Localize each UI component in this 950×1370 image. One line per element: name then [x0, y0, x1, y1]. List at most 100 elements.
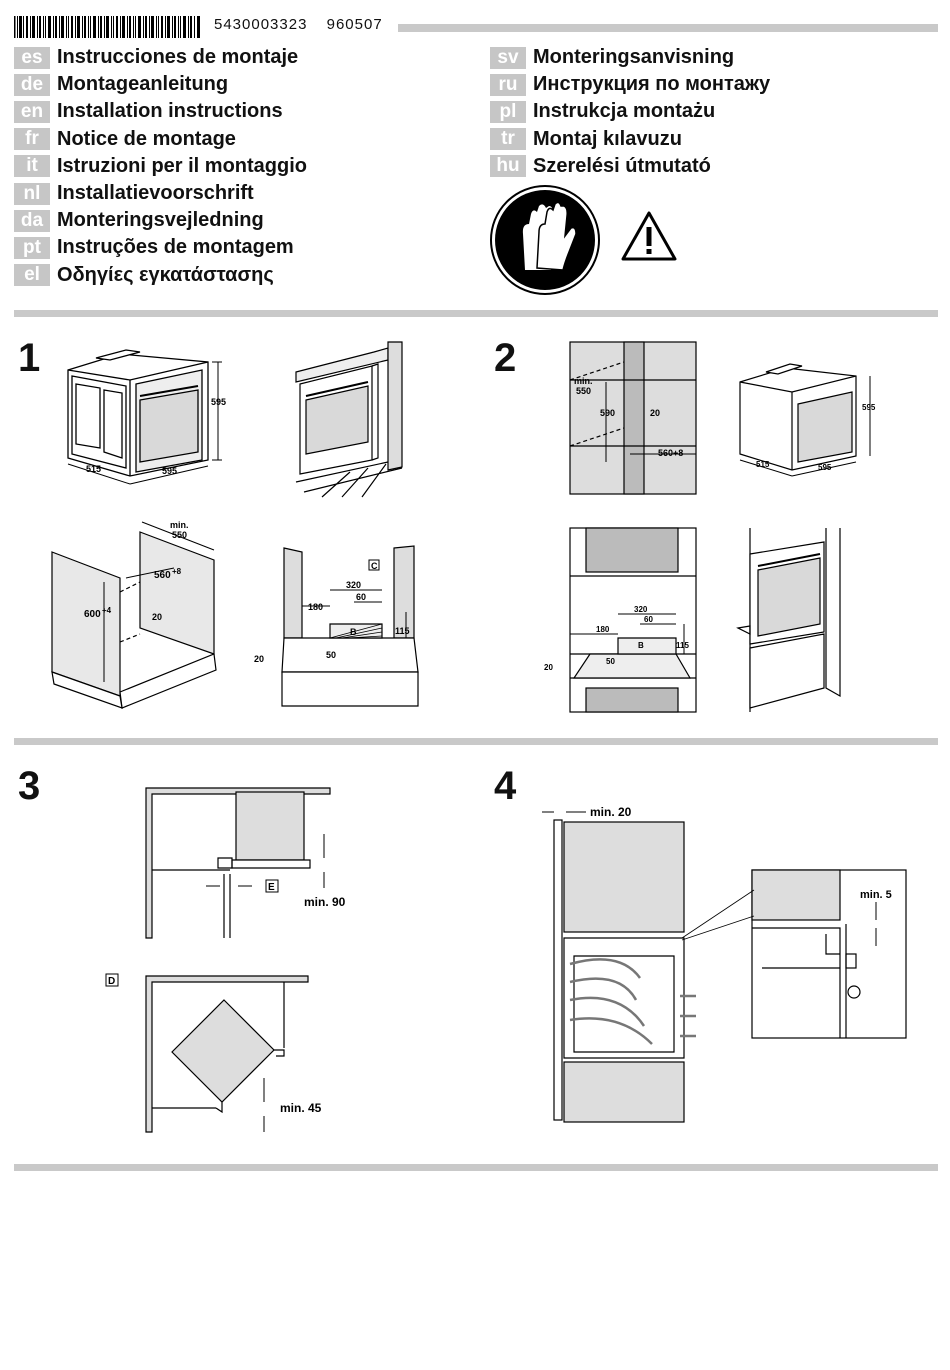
language-list-left: es Instrucciones de montaje de Montageanle… [14, 44, 307, 289]
language-title: Instrucciones de montaje [57, 46, 299, 69]
cabinet-depth-label: 550 [172, 530, 187, 540]
language-code: de [14, 73, 50, 96]
vent-depth-label: 50 [606, 657, 615, 666]
language-row-pt: pt Instruções de montagem [14, 234, 307, 261]
part-number: 5430003323 [214, 16, 308, 33]
oven-width-label: 595 [162, 466, 177, 476]
language-row-hu: hu Szerelési útmutató [490, 153, 770, 180]
document-numbers: 5430003323 960507 [214, 16, 397, 33]
cabinet-width-label: 560 [154, 570, 171, 581]
language-title: Montageanleitung [57, 73, 229, 96]
language-code: nl [14, 182, 50, 205]
language-title: Istruzioni per il montaggio [57, 154, 307, 177]
vent-height-label: 115 [395, 626, 410, 636]
barcode [14, 16, 200, 38]
cabinet-height-label: 600 [84, 609, 101, 620]
label-d: D [108, 976, 115, 987]
cabinet-height-tolerance: +4 [102, 606, 112, 615]
gloves-icon [490, 185, 600, 295]
step2-oven-dimensions-diagram: 595 515 595 [739, 363, 876, 477]
language-code: en [14, 100, 50, 123]
depth-label: 550 [576, 386, 591, 396]
oven-depth-label: 515 [86, 464, 101, 474]
language-row-fr: fr Notice de montage [14, 126, 307, 153]
language-title: Instruções de montagem [57, 236, 294, 259]
language-row-tr: tr Montaj kılavuzu [490, 126, 770, 153]
step2-tall-cabinet-dimensions: min. 550 590 20 560+8 [569, 341, 697, 495]
vent-offset-label: 60 [356, 592, 366, 602]
step-number-3: 3 [18, 764, 41, 808]
language-row-ru: ru Инструкция по монтажу [490, 71, 770, 98]
language-row-en: en Installation instructions [14, 98, 307, 125]
language-title: Installatievoorschrift [57, 182, 254, 205]
min-label: min. [574, 376, 593, 386]
step2-ventilation-section: 320 60 180 B 115 20 50 [544, 527, 697, 713]
language-code: hu [490, 155, 526, 178]
language-row-nl: nl Installatievoorschrift [14, 180, 307, 207]
cabinet-width-tolerance: +8 [172, 567, 182, 576]
min-45-label: min. 45 [280, 1101, 322, 1115]
step-number-1: 1 [18, 336, 41, 380]
date-code: 960507 [326, 16, 383, 33]
width-label: 560+8 [658, 448, 683, 458]
vent-front-label: 20 [544, 663, 553, 672]
oven-depth-label: 515 [756, 460, 770, 469]
height-label: 590 [600, 408, 615, 418]
vent-width-label: 320 [346, 580, 361, 590]
language-code: da [14, 209, 50, 232]
language-title: Installation instructions [57, 100, 283, 123]
vent-offset-label: 60 [644, 615, 653, 624]
step1-cabinet-dimensions-diagram: min. 550 560 +8 600 +4 20 [51, 520, 217, 709]
step3-corner-angled-view: D min. 45 [105, 973, 322, 1133]
language-row-it: it Istruzioni per il montaggio [14, 153, 307, 180]
language-row-de: de Montageanleitung [14, 71, 307, 98]
section-separator [14, 310, 938, 317]
section-separator [14, 1164, 938, 1171]
oven-height-label: 595 [211, 397, 226, 407]
step1-ventilation-section: C 320 60 180 B 115 20 50 [254, 545, 419, 707]
vent-width-label: 320 [634, 605, 648, 614]
step4-detail-view: min. 5 [751, 869, 907, 1039]
language-title: Инструкция по монтажу [533, 73, 771, 96]
min-20-label: min. 20 [590, 805, 632, 819]
language-row-es: es Instrucciones de montaje [14, 44, 307, 71]
step4-airflow-diagram: min. 20 [542, 805, 696, 1123]
vent-depth-label: 50 [326, 650, 336, 660]
language-code: fr [14, 128, 50, 151]
step1-oven-dimensions-diagram: 595 515 595 [67, 349, 226, 485]
step-number-2: 2 [494, 336, 517, 380]
language-row-da: da Monteringsvejledning [14, 207, 307, 234]
label-c: C [371, 561, 378, 571]
step-number-4: 4 [494, 764, 517, 808]
label-b: B [350, 627, 357, 637]
language-title: Monteringsvejledning [57, 209, 264, 232]
language-code: pl [490, 100, 526, 123]
step2-built-in-oven-view [736, 528, 841, 712]
vent-front-label: 20 [254, 654, 264, 664]
language-title: Monteringsanvisning [533, 46, 735, 69]
language-code: tr [490, 128, 526, 151]
language-code: ru [490, 73, 526, 96]
language-code: pt [14, 236, 50, 259]
language-title: Szerelési útmutató [533, 154, 711, 177]
min-90-label: min. 90 [304, 895, 346, 909]
cabinet-min-label: min. [170, 520, 189, 530]
vent-height-label: 115 [676, 641, 689, 650]
cabinet-gap-label: 20 [152, 612, 162, 622]
vent-side-label: 180 [596, 625, 610, 634]
language-title: Notice de montage [57, 127, 236, 150]
language-code: it [14, 155, 50, 178]
language-code: el [14, 264, 50, 287]
language-title: Montaj kılavuzu [533, 127, 682, 150]
language-code: es [14, 46, 50, 69]
oven-height-label: 595 [862, 403, 876, 412]
step1-built-in-oven-view [295, 341, 403, 498]
gap-label: 20 [650, 408, 660, 418]
vent-side-label: 180 [308, 602, 323, 612]
section-separator [14, 738, 938, 745]
step3-corner-top-view: E min. 90 [145, 787, 346, 939]
label-b: B [638, 641, 644, 650]
language-title: Instrukcja montażu [533, 100, 716, 123]
